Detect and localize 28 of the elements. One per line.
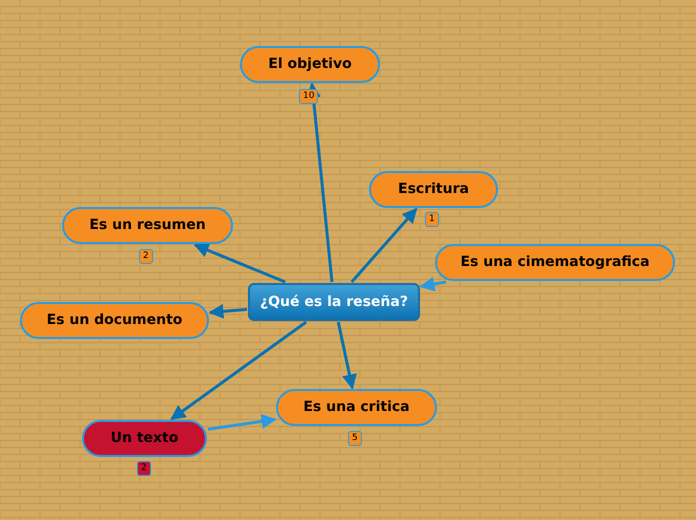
topic-label: Es una cimematografica — [460, 253, 650, 272]
topic-label: Escritura — [398, 180, 469, 199]
arrow — [336, 322, 357, 390]
topic-box — [82, 420, 207, 457]
topic-box — [62, 207, 233, 244]
topic-label: Es un resumen — [89, 216, 206, 235]
topic-box — [435, 244, 675, 281]
arrow — [194, 243, 286, 284]
count-badge: 2 — [139, 249, 153, 264]
topic-label: Es una critica — [303, 398, 410, 417]
central-topic-box — [248, 283, 420, 321]
topic-box — [369, 171, 498, 208]
count-badge: 5 — [348, 431, 362, 446]
topic-box — [240, 46, 380, 83]
topic-label: El objetivo — [268, 55, 352, 74]
count-badge: 1 — [425, 212, 439, 227]
topic-label: ¿Qué es la reseña? — [260, 292, 408, 312]
topic-label: Es un documento — [46, 311, 182, 330]
arrow — [208, 414, 276, 431]
topic-label: Un texto — [110, 429, 178, 448]
arrow — [208, 304, 248, 319]
count-badge: 2 — [137, 461, 151, 476]
arrow — [420, 276, 446, 292]
topic-box — [276, 389, 437, 426]
arrow — [170, 320, 308, 420]
count-badge: 10 — [299, 89, 318, 104]
topic-box — [20, 302, 209, 339]
arrow — [350, 208, 418, 283]
